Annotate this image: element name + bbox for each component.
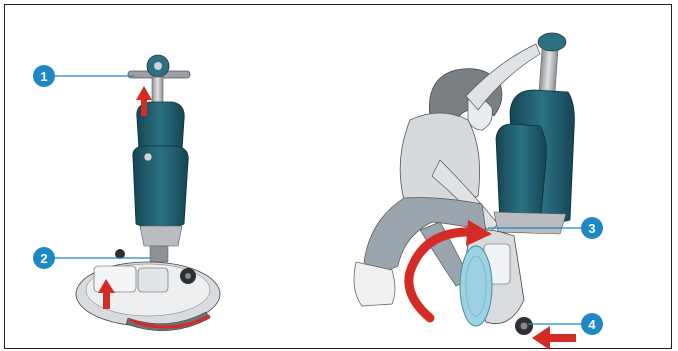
push-arrow bbox=[532, 326, 576, 350]
neck-joint bbox=[150, 246, 168, 262]
tank-latch bbox=[144, 153, 152, 161]
callout-1: 1 bbox=[33, 65, 55, 87]
lower-tank bbox=[133, 146, 188, 229]
scrubber-left bbox=[76, 55, 220, 331]
tilted-wheel-hub bbox=[521, 323, 528, 330]
brush-pad bbox=[460, 246, 492, 326]
tilted-neck bbox=[494, 212, 566, 234]
machine-neck bbox=[140, 226, 182, 246]
callout-4-number: 4 bbox=[588, 317, 596, 332]
handle-knob-cap bbox=[154, 62, 162, 70]
callout-4: 4 bbox=[581, 313, 603, 335]
brush-motor bbox=[138, 268, 168, 292]
callout-2-number: 2 bbox=[40, 251, 47, 266]
callout-1-number: 1 bbox=[40, 69, 47, 84]
tilted-handle-knob bbox=[538, 33, 566, 51]
battery-block bbox=[94, 266, 136, 292]
callout-3: 3 bbox=[581, 217, 603, 239]
base-wheel-hub bbox=[185, 273, 191, 279]
callout-2: 2 bbox=[33, 247, 55, 269]
callout-3-number: 3 bbox=[588, 221, 595, 236]
